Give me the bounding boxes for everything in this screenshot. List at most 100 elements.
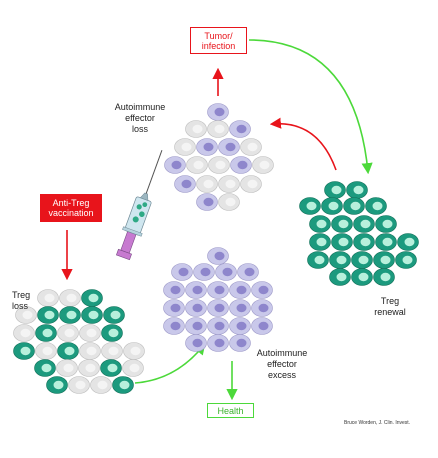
depleted-cell xyxy=(35,342,57,360)
effector-cell xyxy=(207,317,229,335)
depleted-cell xyxy=(79,342,101,360)
effector-cell xyxy=(229,334,251,352)
effector-cell xyxy=(207,247,229,265)
treg-loss-cluster xyxy=(13,289,145,394)
treg-cell xyxy=(13,342,35,360)
treg-cell xyxy=(37,306,59,324)
treg-cell xyxy=(46,376,68,394)
effector-cell xyxy=(229,281,251,299)
effector-cell xyxy=(185,299,207,317)
depleted-cell xyxy=(15,306,37,324)
effector-cell xyxy=(163,317,185,335)
treg-cell xyxy=(331,215,353,233)
effector-cell xyxy=(193,263,215,281)
treg-cell xyxy=(331,233,353,251)
effector-cell xyxy=(196,193,218,211)
effector-cell xyxy=(185,281,207,299)
depleted-cell xyxy=(196,175,218,193)
effector-cell xyxy=(207,334,229,352)
treg-cell xyxy=(81,289,103,307)
depleted-cell xyxy=(185,120,207,138)
effector-cell xyxy=(207,299,229,317)
treg-cell xyxy=(375,215,397,233)
depleted-cell xyxy=(252,156,274,174)
syringe-icon xyxy=(115,150,163,261)
depleted-cell xyxy=(218,193,240,211)
effector-cell xyxy=(251,299,273,317)
depleted-cell xyxy=(240,138,262,156)
depleted-cell xyxy=(208,156,230,174)
treg-renewal-cluster xyxy=(299,181,419,286)
effector-cell xyxy=(163,281,185,299)
effector-cell xyxy=(163,299,185,317)
depleted-cell xyxy=(122,359,144,377)
effector-cell xyxy=(218,138,240,156)
treg-cell xyxy=(353,233,375,251)
treg-cell xyxy=(112,376,134,394)
treg-cell xyxy=(375,233,397,251)
effector-cell xyxy=(229,299,251,317)
effector-cell xyxy=(207,103,229,121)
effector-cell xyxy=(215,263,237,281)
effector-cell xyxy=(229,120,251,138)
treg-cell xyxy=(397,233,419,251)
effector-cell xyxy=(196,138,218,156)
depleted-cell xyxy=(90,376,112,394)
health-box: Health xyxy=(207,403,254,418)
treg-cell xyxy=(395,251,417,269)
treg-cell xyxy=(57,342,79,360)
effector-cell xyxy=(237,263,259,281)
treg-cell xyxy=(353,215,375,233)
autoimmune-effector-loss-label: Autoimmune effector loss xyxy=(114,102,166,134)
autoimmune-effector-excess-label: Autoimmune effector excess xyxy=(256,348,308,380)
depleted-cell xyxy=(101,342,123,360)
arrow-tumor-to-renewal xyxy=(248,39,373,175)
depleted-cell xyxy=(68,376,90,394)
treg-cell xyxy=(343,197,365,215)
treg-renewal-label: Treg renewal xyxy=(374,296,406,317)
depleted-cell xyxy=(56,359,78,377)
treg-cell xyxy=(81,306,103,324)
treg-cell xyxy=(346,181,368,199)
effector-cell xyxy=(171,263,193,281)
treg-cell xyxy=(351,251,373,269)
treg-cell xyxy=(103,306,125,324)
treg-cell xyxy=(365,197,387,215)
depleted-cell xyxy=(57,324,79,342)
depleted-cell xyxy=(13,324,35,342)
depleted-cell xyxy=(78,359,100,377)
effector-cell xyxy=(229,317,251,335)
treg-cell xyxy=(307,251,329,269)
anti-treg-vaccination-box: Anti-Treg vaccination xyxy=(40,194,102,222)
autoimmune-loss-cluster xyxy=(164,103,274,211)
effector-cell xyxy=(207,281,229,299)
effector-cell xyxy=(174,175,196,193)
treg-cell xyxy=(59,306,81,324)
depleted-cell xyxy=(174,138,196,156)
effector-cell xyxy=(164,156,186,174)
treg-cell xyxy=(324,181,346,199)
depleted-cell xyxy=(240,175,262,193)
treg-loss-label: Treg loss xyxy=(12,290,31,311)
arrow-treg-loss-to-excess xyxy=(134,343,206,384)
arrow-renewal-to-loss xyxy=(269,117,337,171)
treg-cell xyxy=(351,268,373,286)
treg-cell xyxy=(329,251,351,269)
treg-cell xyxy=(35,324,57,342)
autoimmune-excess-cluster xyxy=(163,247,273,352)
treg-cell xyxy=(373,251,395,269)
credit-text: Bruce Worden, J. Clin. Invest. xyxy=(344,420,411,426)
treg-cell xyxy=(309,215,331,233)
treg-cell xyxy=(299,197,321,215)
depleted-cell xyxy=(59,289,81,307)
treg-cell xyxy=(34,359,56,377)
effector-cell xyxy=(251,317,273,335)
treg-cell xyxy=(373,268,395,286)
depleted-cell xyxy=(79,324,101,342)
effector-cell xyxy=(251,281,273,299)
treg-cell xyxy=(101,324,123,342)
depleted-cell xyxy=(207,120,229,138)
tumor-infection-box: Tumor/ infection xyxy=(190,27,247,54)
